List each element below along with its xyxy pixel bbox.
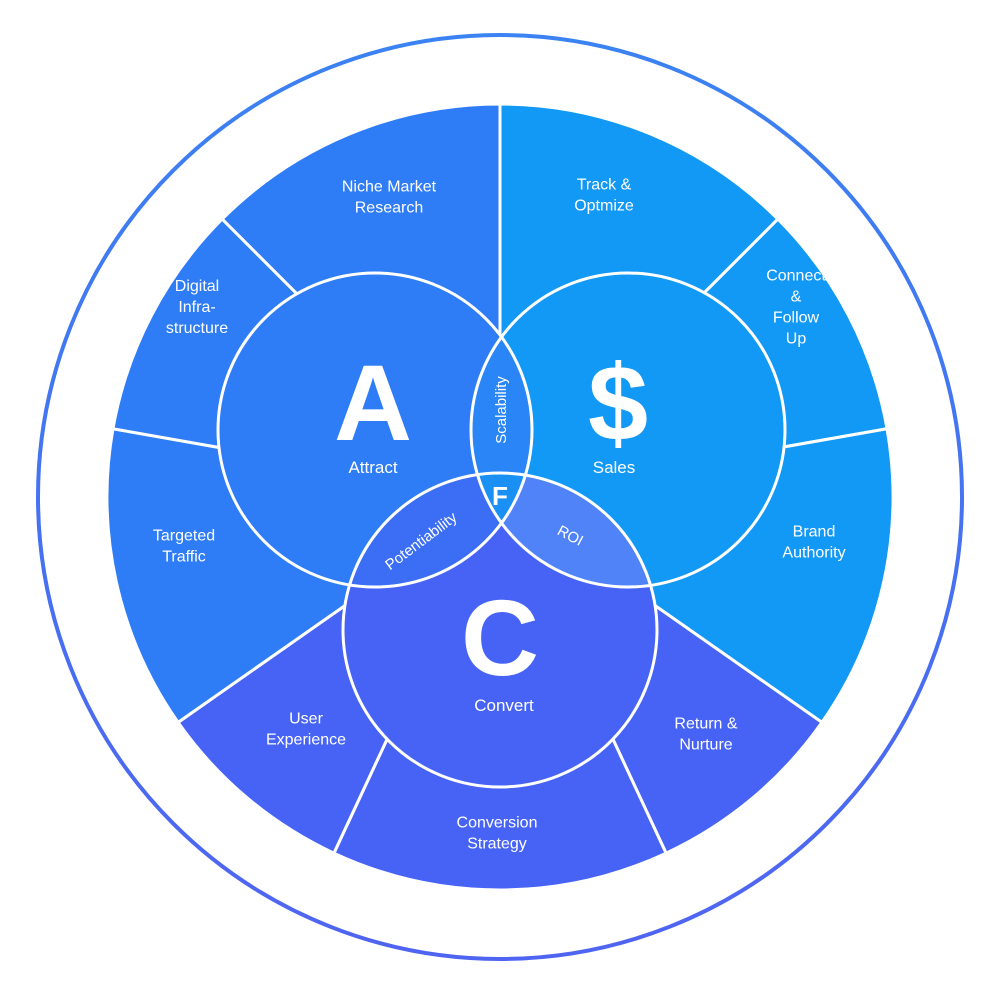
segment-label-line: structure [166, 320, 228, 337]
segment-label-line: User [289, 711, 323, 728]
segment-label-line: & [791, 289, 802, 306]
convert-label: Convert [474, 696, 534, 715]
segment-label-line: Traffic [162, 549, 206, 566]
segment-label-line: Infra- [178, 299, 215, 316]
attract-letter: A [334, 342, 412, 463]
segment-label-line: Niche Market [342, 179, 437, 196]
segment-label-line: Return & [674, 716, 737, 733]
outer-ring [36, 33, 964, 961]
convert-letter: C [461, 577, 539, 698]
segment-label-track-optimize: Track & Optmize [574, 177, 634, 215]
sales-letter: $ [588, 342, 648, 463]
segment-label-line: Targeted [153, 528, 215, 545]
scalability-label: Scalability [493, 376, 510, 444]
segment-label-line: Track & [577, 177, 632, 194]
potentiability-lens [343, 473, 532, 587]
segment-label-line: Digital [175, 278, 219, 295]
sales-label: Sales [593, 458, 636, 477]
segment-label-line: Strategy [467, 836, 527, 853]
main-circles [216, 271, 787, 789]
roi-lens [471, 473, 657, 587]
segment-label-line: Follow [773, 310, 820, 327]
attract-label: Attract [348, 458, 397, 477]
segment-label-line: Nurture [679, 737, 732, 754]
segment-label-return-nurture: Return & Nurture [674, 716, 737, 754]
segment-label-line: Experience [266, 732, 346, 749]
segment-label-line: Conversion [457, 815, 538, 832]
segment-label-line: Authority [782, 545, 845, 562]
segment-label-line: Brand [793, 524, 836, 541]
segment-label-line: Connect [766, 268, 826, 285]
segment-label-line: Research [355, 200, 423, 217]
center-letter: F [492, 481, 508, 511]
segment-label-line: Optmize [574, 198, 634, 215]
segment-label-line: Up [786, 331, 807, 348]
